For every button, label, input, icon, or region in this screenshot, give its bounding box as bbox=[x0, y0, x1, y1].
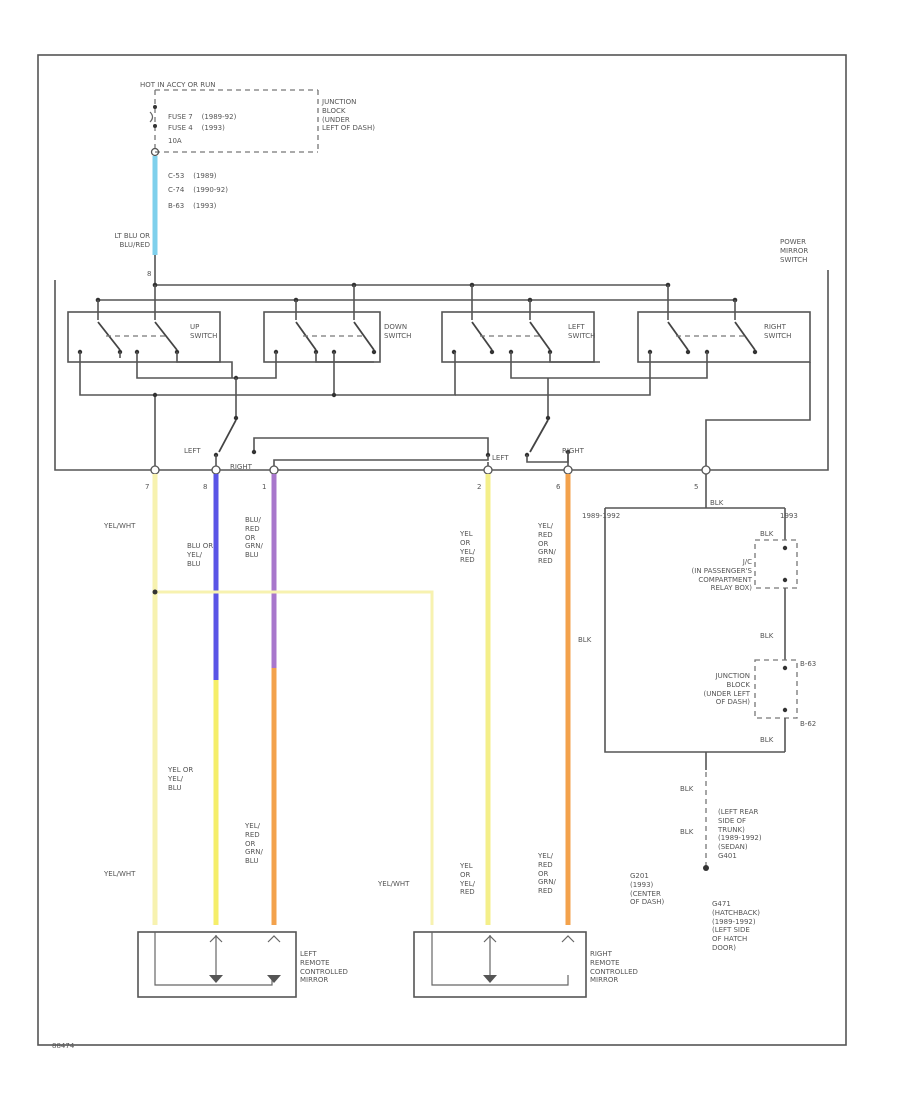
ground-blk-top: BLK bbox=[710, 499, 724, 507]
up-switch-label: UP SWITCH bbox=[190, 323, 218, 340]
wire-label-yel-wht: YEL/WHT bbox=[104, 522, 136, 530]
right-mirror bbox=[413, 931, 587, 998]
right-switch-label: RIGHT SWITCH bbox=[764, 323, 792, 340]
supply-source-label: HOT IN ACCY OR RUN bbox=[140, 81, 216, 89]
wire-label-yel-wht-lower: YEL/WHT bbox=[104, 870, 136, 878]
down-switch-label: DOWN SWITCH bbox=[384, 323, 412, 340]
wire-label-yel-wht-right: YEL/WHT bbox=[378, 880, 410, 888]
wire-label-yel-or-yel-red: YEL OR YEL/ RED bbox=[460, 530, 475, 565]
supply-wire-color: LT BLU OR BLU/RED bbox=[114, 232, 150, 249]
supply-junction-label: JUNCTION BLOCK (UNDER LEFT OF DASH) bbox=[322, 98, 375, 133]
selector-right-label-2: RIGHT bbox=[562, 447, 584, 455]
supply-connector-2: C-74 (1990-92) bbox=[168, 186, 228, 194]
selector-right-label-1: RIGHT bbox=[230, 463, 252, 471]
wire-label-yel-or-yel-blu: YEL OR YEL/ BLU bbox=[168, 766, 194, 792]
pin-6: 6 bbox=[556, 483, 561, 491]
wire-label-blu-or-yel-blu: BLU OR YEL/ BLU bbox=[187, 542, 214, 568]
ground-year-1993: 1993 bbox=[780, 512, 798, 520]
fuse-line-1: FUSE 7 (1989-92) bbox=[168, 113, 237, 121]
wire-label-yel-red-or-grn-red-right: YEL/ RED OR GRN/ RED bbox=[538, 852, 556, 895]
ground-blk-2: BLK bbox=[760, 530, 774, 538]
supply-junction-block bbox=[149, 89, 319, 157]
ground-g471-label: G471 (HATCHBACK) (1989-1992) (LEFT SIDE … bbox=[712, 900, 760, 952]
connector-b63: B-63 bbox=[800, 660, 817, 668]
left-switch-label: LEFT SWITCH bbox=[568, 323, 596, 340]
selector-left-label-1: LEFT bbox=[184, 447, 201, 455]
wire-label-yel-red-or-grn-blu: YEL/ RED OR GRN/ BLU bbox=[245, 822, 263, 865]
ground-blk-3: BLK bbox=[760, 632, 774, 640]
relay-box-label: J/C (IN PASSENGER'S COMPARTMENT RELAY BO… bbox=[691, 558, 752, 593]
junction-block-label: JUNCTION BLOCK (UNDER LEFT OF DASH) bbox=[703, 672, 751, 707]
power-mirror-switch-outline bbox=[54, 270, 829, 471]
selector-left-label-2: LEFT bbox=[492, 454, 509, 462]
figure-id: 88474 bbox=[52, 1042, 75, 1050]
switch-right bbox=[637, 285, 811, 363]
ground-g201-label: G201 (1993) (CENTER OF DASH) bbox=[630, 872, 665, 907]
colored-wires bbox=[152, 474, 571, 925]
switch-internal-wiring bbox=[79, 352, 811, 470]
wire-label-yel-red-or-grn-red: YEL/ RED OR GRN/ RED bbox=[538, 522, 556, 565]
pin-8-label: 8 bbox=[147, 270, 152, 278]
connector-b62: B-62 bbox=[800, 720, 817, 728]
supply-connector-1: C-53 (1989) bbox=[168, 172, 217, 180]
wire-label-blk-vertical: BLK bbox=[578, 636, 592, 644]
pin-2: 2 bbox=[477, 483, 482, 491]
pin-1: 1 bbox=[262, 483, 267, 491]
wire-label-yel-or-yel-red-right: YEL OR YEL/ RED bbox=[460, 862, 475, 897]
switch-down bbox=[263, 285, 381, 363]
ground-blk-5: BLK bbox=[680, 785, 694, 793]
wire-label-blu-red: BLU/ RED OR GRN/ BLU bbox=[245, 516, 263, 559]
left-mirror-label: LEFT REMOTE CONTROLLED MIRROR bbox=[300, 950, 348, 985]
ground-g401-label: (LEFT REAR SIDE OF TRUNK) (1989-1992) (S… bbox=[718, 808, 762, 860]
left-mirror bbox=[137, 931, 297, 998]
ground-blk-6: BLK bbox=[680, 828, 694, 836]
ground-year-1989: 1989-1992 bbox=[582, 512, 621, 520]
fuse-line-2: FUSE 4 (1993) bbox=[168, 124, 225, 132]
fuse-line-3: 10A bbox=[168, 137, 182, 145]
diagram-frame bbox=[37, 54, 847, 1046]
right-mirror-label: RIGHT REMOTE CONTROLLED MIRROR bbox=[590, 950, 638, 985]
power-mirror-switch-title: POWER MIRROR SWITCH bbox=[780, 238, 809, 264]
pin-8: 8 bbox=[203, 483, 208, 491]
ground-path bbox=[604, 474, 798, 871]
pin-7: 7 bbox=[145, 483, 150, 491]
supply-connector-3: B-63 (1993) bbox=[168, 202, 217, 210]
pin-5: 5 bbox=[694, 483, 699, 491]
ground-blk-4: BLK bbox=[760, 736, 774, 744]
